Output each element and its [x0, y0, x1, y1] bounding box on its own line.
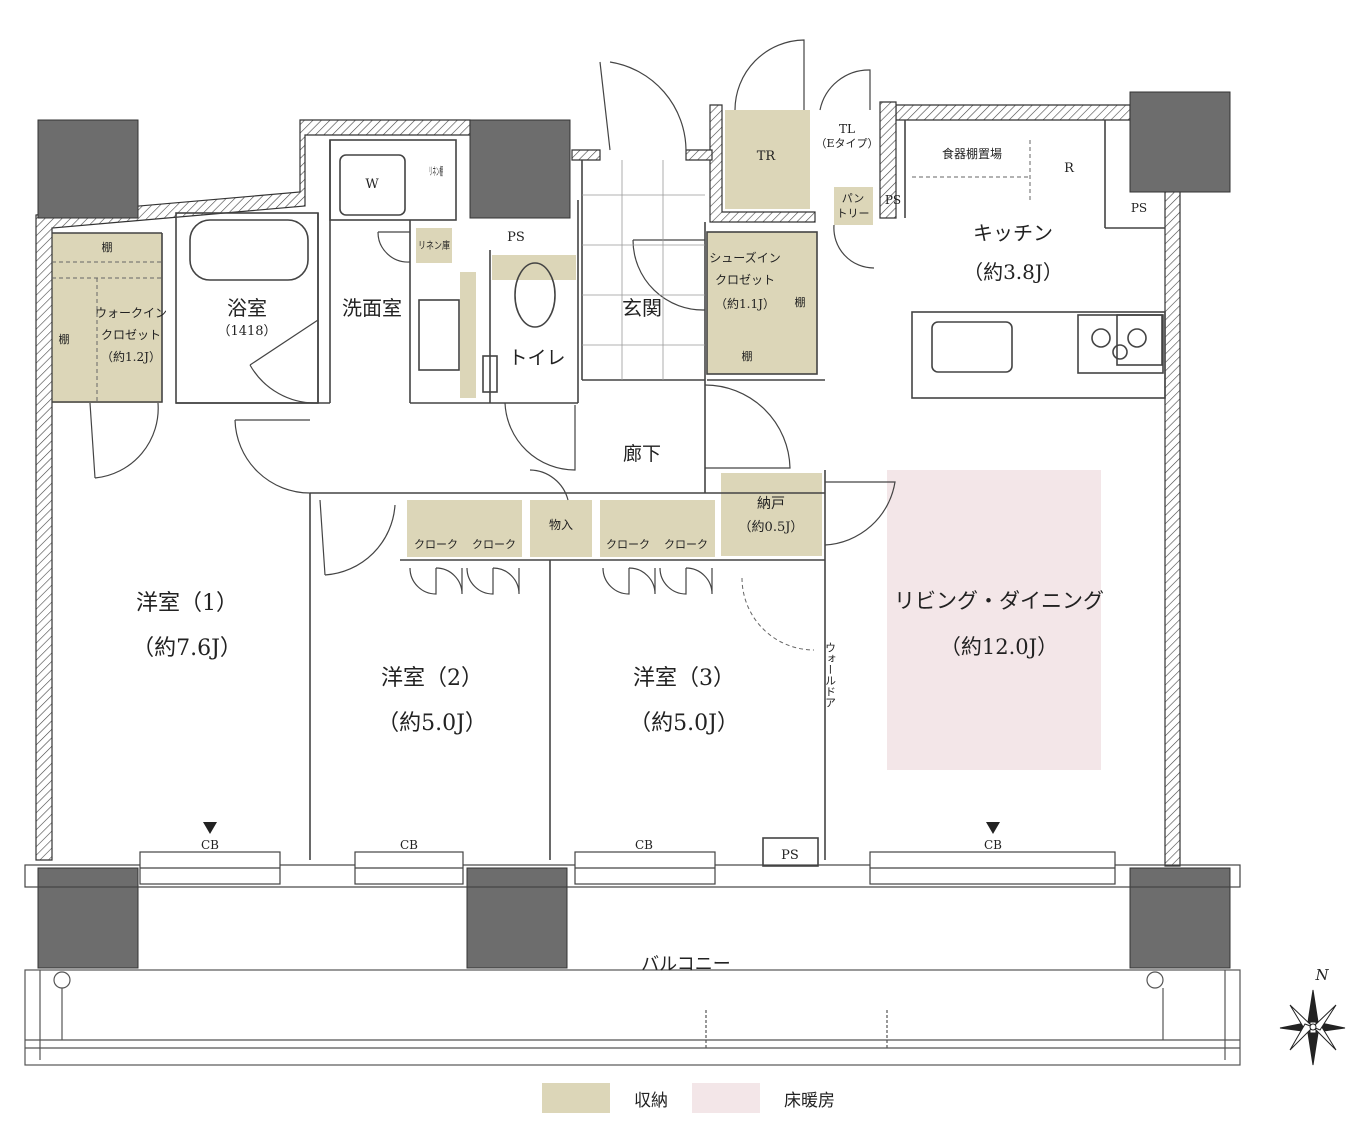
ps-pantry-label: PS	[885, 193, 901, 207]
washer-label: W	[365, 177, 379, 192]
legend-label-storage: 収納	[634, 1090, 668, 1111]
legend-label-floor-heating: 床暖房	[784, 1090, 835, 1111]
living-size: （約12.0J）	[940, 635, 1058, 659]
room3-name: 洋室（3）	[633, 666, 735, 691]
linen-shelf-label: リネン棚	[429, 164, 443, 178]
walk-in-shelf-top: 棚	[102, 240, 113, 254]
closet-label-3: クローク	[606, 538, 650, 551]
ps-bottom-label: PS	[781, 848, 799, 863]
bath-name: 浴室	[227, 296, 267, 320]
closet-label-4: クローク	[664, 538, 708, 551]
tr-label: TR	[757, 149, 777, 164]
legend-storage: 収納	[542, 1082, 668, 1114]
room2-name: 洋室（2）	[381, 666, 483, 691]
kitchen-size: （約3.8J）	[963, 260, 1063, 284]
balcony-outline	[24, 969, 1241, 1066]
tl-label-2: （Eタイプ）	[815, 137, 878, 150]
ps-kitchen-label: PS	[1131, 201, 1147, 215]
fridge-label: R	[1064, 161, 1075, 176]
walk-in-name: ウォークイン	[95, 306, 167, 320]
walk-in-size: （約1.2J）	[101, 349, 161, 364]
bath-size: （1418）	[217, 324, 276, 339]
tl-label-1: TL	[839, 122, 855, 136]
cb-label-1: CB	[201, 838, 219, 852]
pantry-label-2: トリー	[837, 207, 870, 220]
room1-size: （約7.6J）	[132, 636, 242, 661]
shoes-shelf-bottom: 棚	[742, 349, 753, 363]
wall-door-label: ウォールドア	[824, 642, 837, 708]
walk-in-shelf-left: 棚	[59, 332, 70, 346]
compass-rose	[1279, 989, 1346, 1066]
nando-size: （約0.5J）	[739, 520, 804, 535]
living-name: リビング・ダイニング	[894, 589, 1104, 613]
pantry-label-1: パン	[842, 192, 865, 205]
washroom-name: 洗面室	[342, 296, 402, 320]
shoes-size: （約1.1J）	[715, 296, 775, 311]
entrance-label: 玄関	[622, 296, 662, 320]
window-bands	[24, 851, 1241, 888]
room1-name: 洋室（1）	[136, 591, 238, 616]
cb-label-4: CB	[984, 838, 1002, 852]
columns	[37, 91, 1231, 969]
room2-size: （約5.0J）	[377, 711, 487, 736]
room3-size: （約5.0J）	[629, 711, 739, 736]
closet-label-1: クローク	[414, 538, 458, 551]
toilet-label: トイレ	[508, 347, 565, 369]
door-swings	[89, 39, 896, 595]
linen-store-label: リネン庫	[418, 239, 450, 252]
cb-label-3: CB	[635, 838, 653, 852]
legend-floor-heating: 床暖房	[692, 1082, 835, 1114]
ps-top-label: PS	[507, 230, 525, 245]
balcony-label: バルコニー	[641, 954, 731, 975]
cb-label-2: CB	[400, 838, 418, 852]
shoes-shelf-right: 棚	[795, 295, 806, 309]
nando-name: 納戸	[757, 496, 785, 512]
storage-areas	[52, 110, 873, 557]
dashed-lines	[52, 140, 1031, 651]
exterior-walls	[35, 101, 1181, 867]
cupboard-label: 食器棚置場	[942, 146, 1002, 161]
legend-swatch-storage	[542, 1083, 610, 1113]
closet-label-2: クローク	[472, 538, 516, 551]
shoes-name: シューズイン	[709, 250, 780, 265]
interior-walls	[52, 120, 1166, 867]
entrance-tiles	[582, 160, 705, 380]
cb-markers	[203, 822, 1000, 834]
compass-north-label: N	[1314, 966, 1329, 984]
hallway-label: 廊下	[623, 443, 661, 465]
walk-in-name2: クロゼット	[101, 328, 161, 342]
storage-closet-label: 物入	[549, 518, 573, 532]
kitchen-name: キッチン	[973, 221, 1053, 245]
floor-heating-area	[887, 470, 1101, 770]
room-labels: 棚 棚 ウォークイン クロゼット （約1.2J） 浴室 （1418） 洗面室 W…	[59, 122, 1330, 984]
legend-swatch-floor-heating	[692, 1083, 760, 1113]
shoes-name2: クロゼット	[715, 273, 775, 287]
